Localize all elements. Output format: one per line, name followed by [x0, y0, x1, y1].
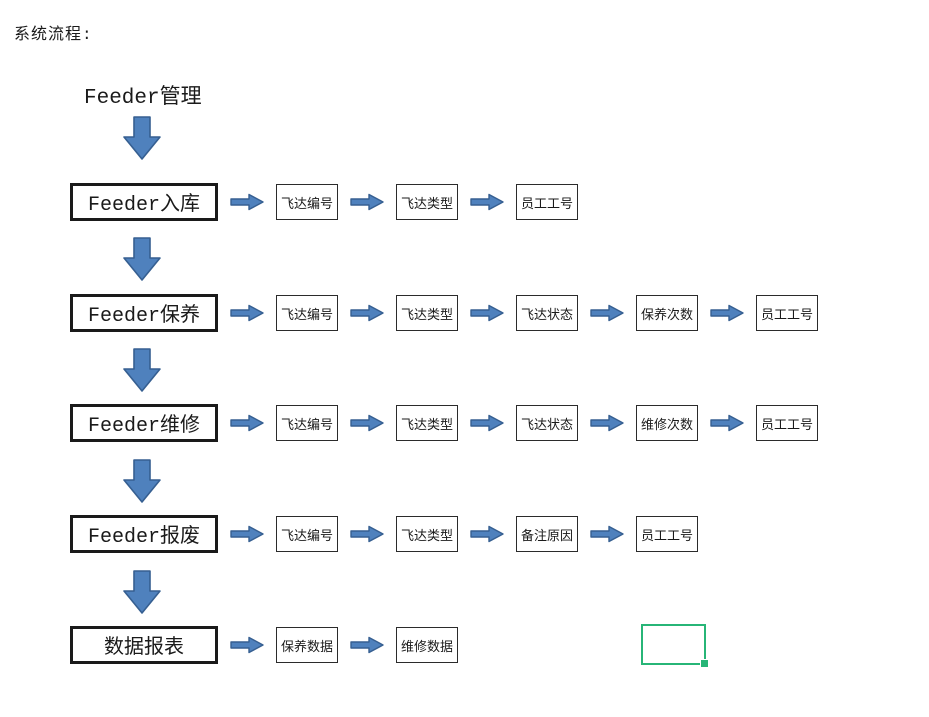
- flow-item-box[interactable]: 飞达类型: [396, 405, 458, 441]
- right-arrow-icon[interactable]: [230, 636, 264, 654]
- fill-handle[interactable]: [700, 659, 709, 668]
- flow-item-box[interactable]: 飞达状态: [516, 295, 578, 331]
- right-arrow-icon[interactable]: [590, 414, 624, 432]
- flow-item-box[interactable]: 员工工号: [756, 295, 818, 331]
- flow-main-box[interactable]: 数据报表: [70, 626, 218, 664]
- flow-item-box[interactable]: 飞达状态: [516, 405, 578, 441]
- down-arrow-icon[interactable]: [123, 570, 161, 614]
- right-arrow-icon[interactable]: [230, 304, 264, 322]
- right-arrow-icon[interactable]: [710, 304, 744, 322]
- flow-main-box[interactable]: Feeder维修: [70, 404, 218, 442]
- right-arrow-icon[interactable]: [590, 525, 624, 543]
- right-arrow-icon[interactable]: [230, 525, 264, 543]
- flow-item-box[interactable]: 保养数据: [276, 627, 338, 663]
- right-arrow-icon[interactable]: [470, 193, 504, 211]
- excel-selected-cell[interactable]: [641, 624, 709, 668]
- down-arrow-icon[interactable]: [123, 237, 161, 281]
- right-arrow-icon[interactable]: [710, 414, 744, 432]
- down-arrow-icon[interactable]: [123, 459, 161, 503]
- down-arrow-icon[interactable]: [123, 348, 161, 392]
- flow-main-box[interactable]: Feeder保养: [70, 294, 218, 332]
- flow-root-label: Feeder管理: [84, 87, 202, 110]
- flow-item-box[interactable]: 飞达类型: [396, 295, 458, 331]
- flow-item-box[interactable]: 员工工号: [636, 516, 698, 552]
- flow-item-box[interactable]: 飞达类型: [396, 516, 458, 552]
- flow-item-box[interactable]: 飞达编号: [276, 405, 338, 441]
- right-arrow-icon[interactable]: [230, 414, 264, 432]
- flow-item-box[interactable]: 维修数据: [396, 627, 458, 663]
- flow-row-feeder-inbound: Feeder入库 飞达编号 飞达类型 员工工号: [70, 182, 578, 222]
- flow-item-box[interactable]: 保养次数: [636, 295, 698, 331]
- right-arrow-icon[interactable]: [470, 304, 504, 322]
- right-arrow-icon[interactable]: [350, 193, 384, 211]
- flow-main-box[interactable]: Feeder报废: [70, 515, 218, 553]
- right-arrow-icon[interactable]: [350, 414, 384, 432]
- right-arrow-icon[interactable]: [230, 193, 264, 211]
- right-arrow-icon[interactable]: [590, 304, 624, 322]
- flow-item-box[interactable]: 员工工号: [756, 405, 818, 441]
- flow-item-box[interactable]: 飞达编号: [276, 184, 338, 220]
- right-arrow-icon[interactable]: [350, 525, 384, 543]
- flow-row-feeder-repair: Feeder维修 飞达编号 飞达类型 飞达状态 维修次数 员工工号: [70, 403, 818, 443]
- flow-item-box[interactable]: 员工工号: [516, 184, 578, 220]
- right-arrow-icon[interactable]: [350, 304, 384, 322]
- flow-row-feeder-maintenance: Feeder保养 飞达编号 飞达类型 飞达状态 保养次数 员工工号: [70, 293, 818, 333]
- flow-item-box[interactable]: 飞达编号: [276, 295, 338, 331]
- flow-item-box[interactable]: 飞达编号: [276, 516, 338, 552]
- flow-item-box[interactable]: 备注原因: [516, 516, 578, 552]
- flow-row-data-report: 数据报表 保养数据 维修数据: [70, 625, 458, 665]
- right-arrow-icon[interactable]: [470, 525, 504, 543]
- flow-main-box[interactable]: Feeder入库: [70, 183, 218, 221]
- page-title: 系统流程:: [14, 26, 93, 44]
- flow-item-box[interactable]: 飞达类型: [396, 184, 458, 220]
- flow-row-feeder-scrap: Feeder报废 飞达编号 飞达类型 备注原因 员工工号: [70, 514, 698, 554]
- down-arrow-icon[interactable]: [123, 116, 161, 160]
- right-arrow-icon[interactable]: [350, 636, 384, 654]
- right-arrow-icon[interactable]: [470, 414, 504, 432]
- flow-item-box[interactable]: 维修次数: [636, 405, 698, 441]
